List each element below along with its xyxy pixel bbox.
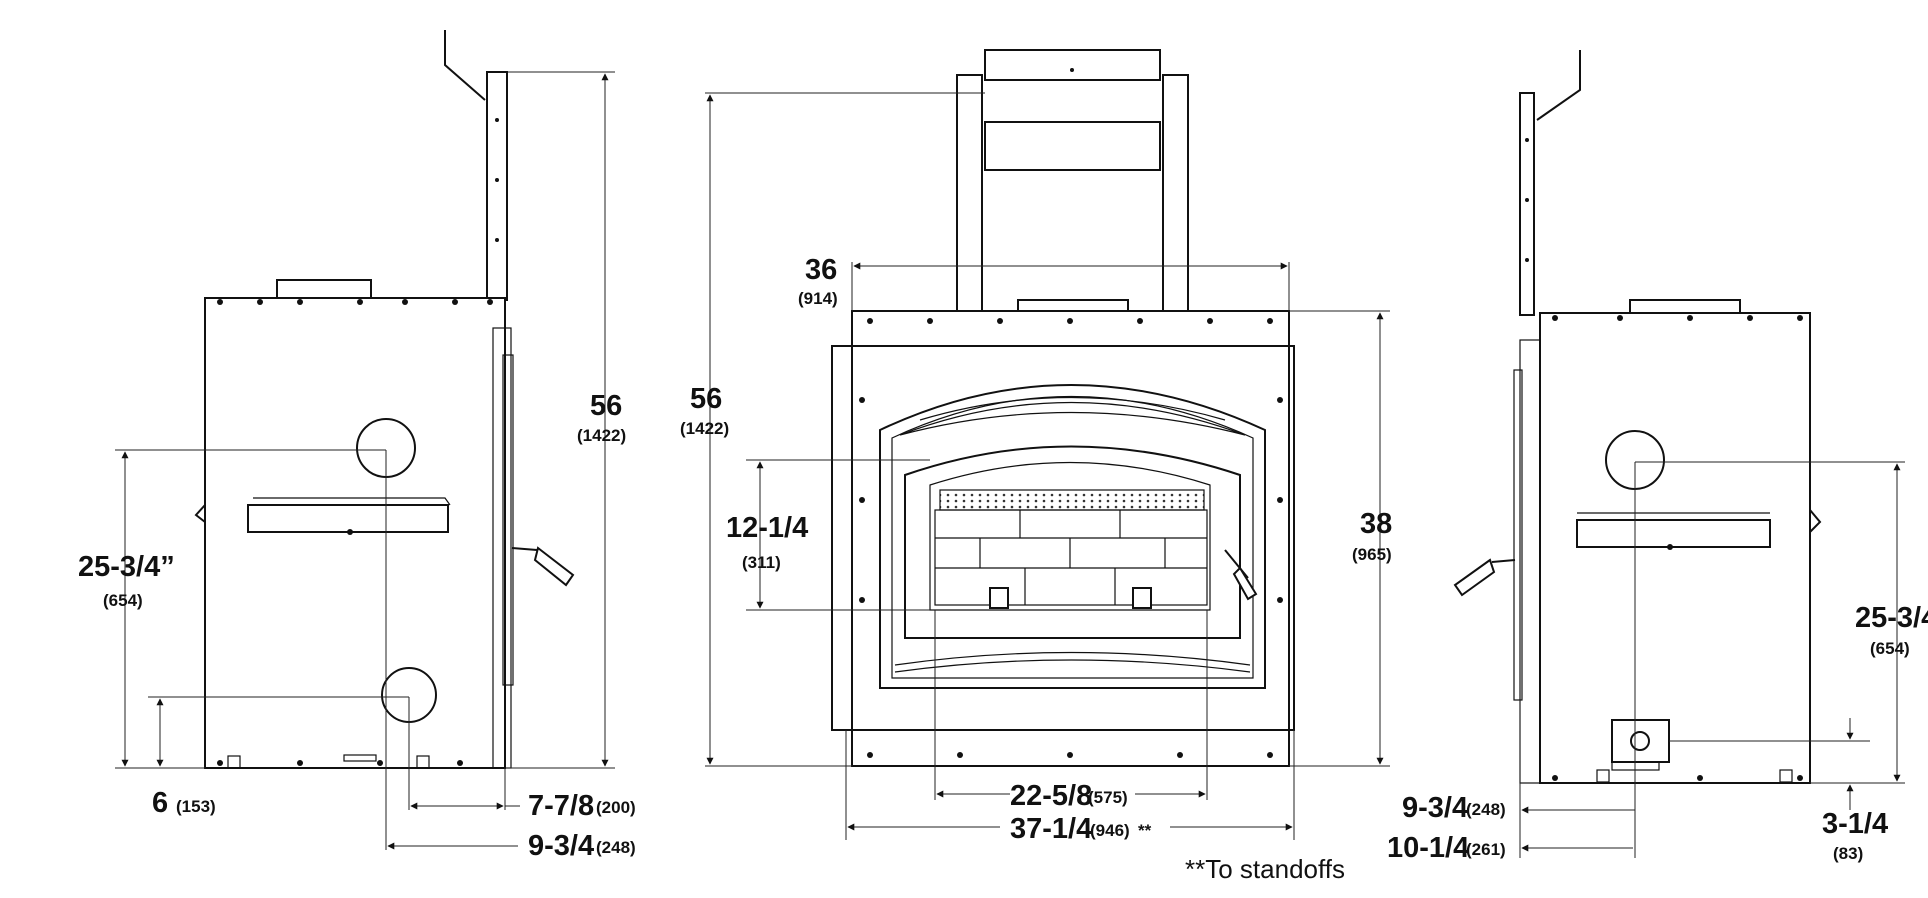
- front-rivets: [859, 68, 1283, 758]
- left-nameplate: [343, 754, 377, 762]
- front-firebox-opening: [929, 461, 1211, 611]
- right-foot-b: [1779, 769, 1793, 783]
- left-pipe-height-mm-label: (654): [103, 591, 143, 610]
- right-handle-rod: [1491, 559, 1516, 563]
- left-height-mm-label: (1422): [577, 426, 626, 445]
- left-depth-a-mm-label: (200): [596, 798, 636, 817]
- front-flue-top: [984, 49, 1161, 81]
- right-bottom-label: 3-1/4: [1822, 808, 1888, 840]
- right-side-view: [1453, 50, 1905, 858]
- front-strap-left: [956, 74, 983, 328]
- left-depth-a-label: 7-7/8: [528, 790, 594, 822]
- right-door-hinge: [1513, 369, 1523, 701]
- front-view: [705, 49, 1390, 840]
- front-opening-height-label: 12-1/4: [726, 512, 808, 544]
- left-top-collar: [276, 279, 372, 299]
- left-bottom-mm-label: (153): [176, 797, 216, 816]
- front-width-label: 36: [805, 254, 837, 286]
- left-rear-tab: [194, 504, 206, 523]
- left-side-rail: [247, 504, 449, 533]
- right-bottom-mm-label: (83): [1833, 844, 1863, 863]
- front-standoff-mm-label: (946): [1090, 821, 1130, 840]
- left-depth-b-mm-label: (248): [596, 838, 636, 857]
- front-unit-height-label: 38: [1360, 508, 1392, 540]
- left-rivets: [217, 118, 499, 766]
- right-rear-tab: [1809, 509, 1822, 533]
- front-flue-window: [984, 121, 1161, 171]
- right-chimney-duct: [1519, 92, 1535, 316]
- front-andiron-right: [1132, 587, 1152, 609]
- front-arch-ornament-b: [919, 396, 1226, 421]
- left-height-label: 56: [590, 390, 622, 422]
- left-door-hinge: [502, 354, 514, 686]
- right-foot-a: [1596, 769, 1610, 783]
- front-opening-height-mm-label: (311): [742, 553, 781, 572]
- left-foot-b: [416, 755, 430, 769]
- front-strap-right: [1162, 74, 1189, 328]
- right-depth-a-label: 9-3/4: [1402, 792, 1468, 824]
- left-rail-top: [253, 497, 451, 506]
- right-handle-grip: [1453, 558, 1496, 597]
- left-depth-b-label: 9-3/4: [528, 830, 594, 862]
- right-depth-b-mm-label: (261): [1466, 840, 1506, 859]
- right-door-edge: [1519, 339, 1541, 784]
- front-opening-width-label: 22-5/8: [1010, 780, 1092, 812]
- front-height-mm-label: (1422): [680, 419, 729, 438]
- front-height-label: 56: [690, 383, 722, 415]
- front-standoff-label: 37-1/4: [1010, 813, 1092, 845]
- footnote-standoffs: **To standoffs: [1185, 854, 1345, 884]
- front-handle-grip: [1232, 566, 1258, 601]
- front-width-mm-label: (914): [798, 289, 838, 308]
- left-door-edge: [492, 327, 512, 769]
- left-chimney-duct: [486, 71, 508, 301]
- front-firebricks: [934, 509, 1208, 606]
- front-grate: [939, 489, 1205, 511]
- right-flue-line: [1536, 50, 1581, 121]
- right-pipe-height-label: 25-3/4: [1855, 602, 1928, 634]
- left-pipe-height-label: 25-3/4”: [78, 551, 175, 583]
- front-arch-inner: [891, 395, 1254, 679]
- right-depth-b-label: 10-1/4: [1387, 832, 1469, 864]
- front-standoff-mark: **: [1138, 821, 1152, 840]
- left-handle-rod: [511, 547, 538, 551]
- right-pipe-height-mm-label: (654): [1870, 639, 1910, 658]
- right-rivets: [1525, 138, 1803, 781]
- front-unit-height-mm-label: (965): [1352, 545, 1392, 564]
- right-bottom-outlet: [1630, 731, 1650, 751]
- right-depth-a-mm-label: (248): [1466, 800, 1506, 819]
- front-door-frame: [904, 445, 1241, 639]
- front-bottom-ornament: [894, 651, 1251, 673]
- front-opening-width-mm-label: (575): [1088, 788, 1128, 807]
- front-andiron-left: [989, 587, 1009, 609]
- left-foot-a: [227, 755, 241, 769]
- left-handle-grip: [533, 546, 575, 587]
- front-arch-ornament: [899, 401, 1246, 436]
- left-flue-line: [444, 30, 486, 101]
- dimension-labels: 56 (1422) 25-3/4” (654) 6 (153) 7-7/8 (2…: [78, 254, 1928, 884]
- left-bottom-label: 6: [152, 787, 168, 819]
- right-side-rail: [1576, 519, 1771, 548]
- left-side-view: [115, 30, 615, 850]
